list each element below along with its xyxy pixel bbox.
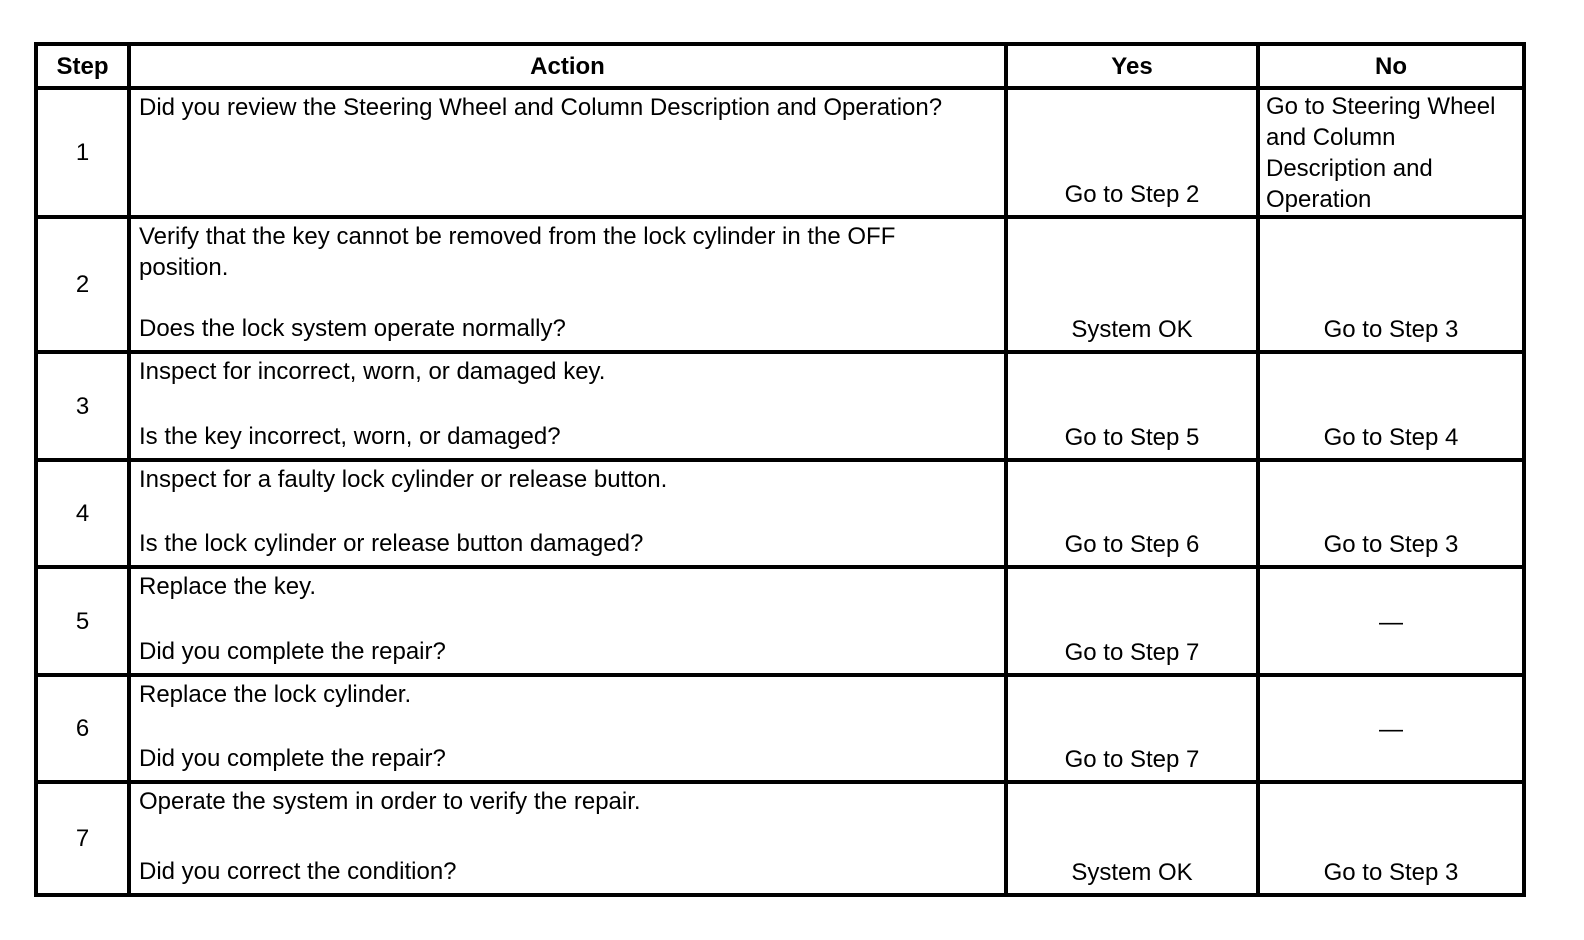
step-cell: 6	[38, 677, 131, 784]
header-yes-label: Yes	[1111, 52, 1153, 80]
step-cell: 4	[38, 462, 131, 569]
step-cell: 2	[38, 219, 131, 354]
action-text: Replace the key.	[139, 573, 316, 600]
header-step-label: Step	[56, 52, 109, 80]
yes-cell: Go to Step 5	[1008, 354, 1260, 462]
no-cell: Go to Step 3	[1260, 219, 1522, 354]
header-no: No	[1260, 46, 1522, 90]
yes-cell: Go to Step 2	[1008, 90, 1260, 219]
yes-cell: Go to Step 7	[1008, 677, 1260, 784]
yes-cell: Go to Step 6	[1008, 462, 1260, 569]
action-cell: Inspect for a faulty lock cylinder or re…	[131, 462, 1008, 569]
no-text: —	[1379, 716, 1403, 743]
step-number: 3	[75, 392, 90, 420]
action-text: Verify that the key cannot be removed fr…	[139, 223, 896, 281]
yes-text: Go to Step 6	[1064, 531, 1200, 558]
step-number: 5	[75, 607, 90, 635]
no-text: Go to Step 3	[1323, 316, 1459, 343]
no-text: —	[1379, 608, 1403, 636]
header-no-label: No	[1375, 52, 1407, 80]
question-text: Does the lock system operate normally?	[139, 315, 566, 342]
question-text: Is the lock cylinder or release button d…	[139, 530, 644, 557]
no-cell: Go to Step 3	[1260, 462, 1522, 569]
header-action-label: Action	[530, 52, 605, 80]
question-text: Did you correct the condition?	[139, 858, 457, 885]
diagnostic-table: Step Action Yes No 1 Did you review the …	[34, 42, 1526, 897]
no-cell: Go to Step 3	[1260, 784, 1522, 893]
step-number: 4	[75, 500, 90, 527]
yes-cell: System OK	[1008, 219, 1260, 354]
no-cell: Go to Step 4	[1260, 354, 1522, 462]
step-number: 2	[75, 271, 90, 298]
action-text: Did you review the Steering Wheel and Co…	[139, 94, 943, 121]
step-cell: 3	[38, 354, 131, 462]
action-cell: Inspect for incorrect, worn, or damaged …	[131, 354, 1008, 462]
question-text: Did you complete the repair?	[139, 638, 446, 665]
action-cell: Replace the lock cylinder. Did you compl…	[131, 677, 1008, 784]
step-number: 1	[75, 139, 90, 166]
action-text: Inspect for a faulty lock cylinder or re…	[139, 466, 668, 493]
yes-cell: Go to Step 7	[1008, 569, 1260, 677]
yes-text: Go to Step 7	[1064, 746, 1200, 773]
action-cell: Verify that the key cannot be removed fr…	[131, 219, 1008, 354]
step-cell: 1	[38, 90, 131, 219]
header-action: Action	[131, 46, 1008, 90]
step-cell: 7	[38, 784, 131, 893]
action-text: Inspect for incorrect, worn, or damaged …	[139, 358, 606, 385]
no-text: Go to Step 3	[1323, 531, 1459, 558]
question-text: Did you complete the repair?	[139, 745, 446, 772]
no-text: Go to Step 4	[1323, 424, 1459, 451]
no-cell: —	[1260, 677, 1522, 784]
header-yes: Yes	[1008, 46, 1260, 90]
step-cell: 5	[38, 569, 131, 677]
no-text: Go to Steering Wheel and Column Descript…	[1266, 93, 1496, 213]
step-number: 7	[75, 825, 90, 852]
yes-text: System OK	[1071, 316, 1193, 343]
action-text: Operate the system in order to verify th…	[139, 788, 641, 815]
yes-cell: System OK	[1008, 784, 1260, 893]
step-number: 6	[75, 715, 90, 742]
header-step: Step	[38, 46, 131, 90]
yes-text: Go to Step 2	[1064, 181, 1200, 208]
action-text: Replace the lock cylinder.	[139, 681, 412, 708]
no-cell: —	[1260, 569, 1522, 677]
no-text: Go to Step 3	[1323, 859, 1459, 886]
action-cell: Did you review the Steering Wheel and Co…	[131, 90, 1008, 219]
yes-text: Go to Step 7	[1064, 639, 1200, 666]
no-cell: Go to Steering Wheel and Column Descript…	[1260, 90, 1522, 219]
yes-text: Go to Step 5	[1064, 424, 1200, 451]
action-cell: Replace the key. Did you complete the re…	[131, 569, 1008, 677]
question-text: Is the key incorrect, worn, or damaged?	[139, 423, 561, 450]
action-cell: Operate the system in order to verify th…	[131, 784, 1008, 893]
yes-text: System OK	[1071, 859, 1193, 886]
